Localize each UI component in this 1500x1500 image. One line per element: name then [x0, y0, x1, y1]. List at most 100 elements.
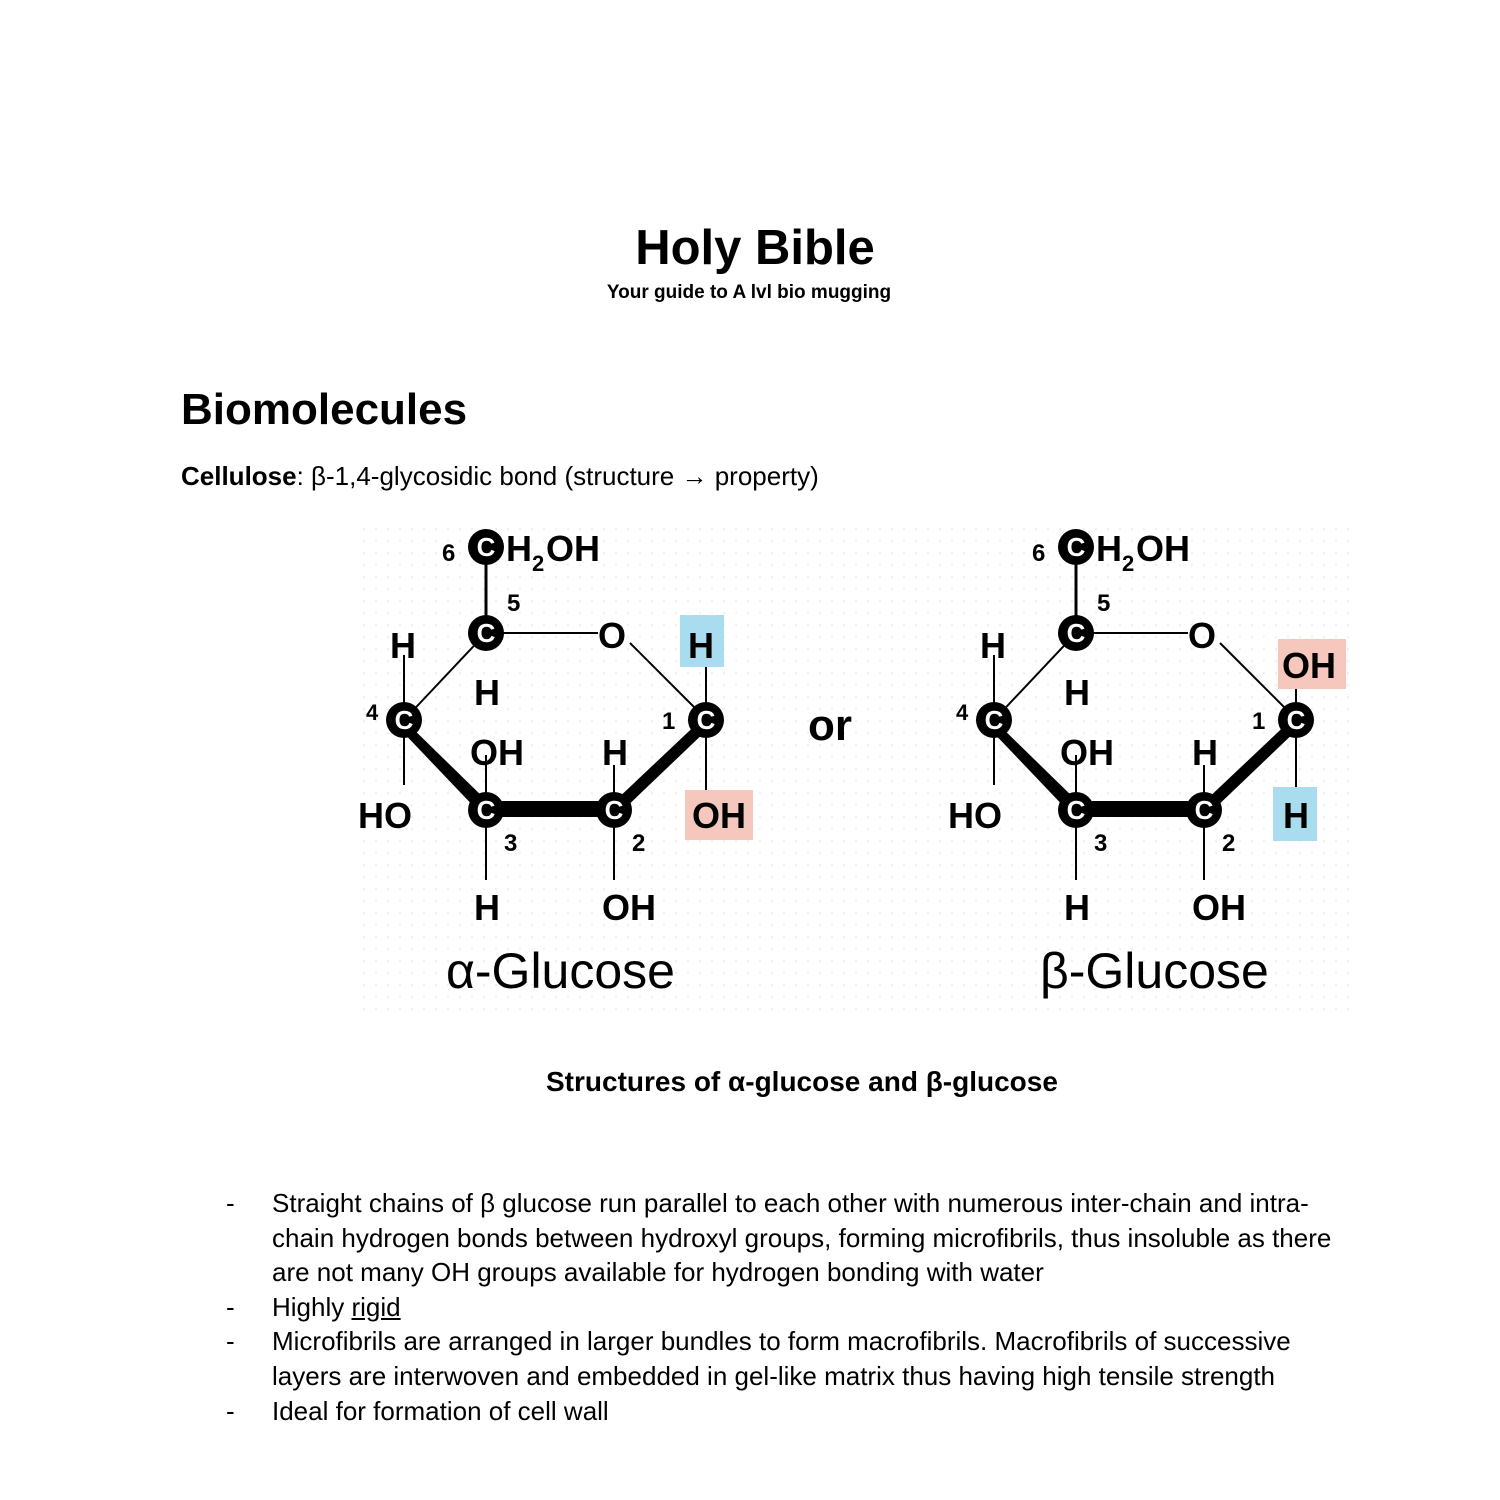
- carbon-number: 3: [1094, 830, 1107, 857]
- list-item-text: Straight chains of β glucose run paralle…: [272, 1188, 1332, 1288]
- carbon-label: C: [697, 705, 716, 735]
- carbon-label: C: [1067, 795, 1086, 825]
- carbon-label: C: [985, 705, 1004, 735]
- oh-highlight: [685, 790, 753, 840]
- bond-wedge: [988, 720, 1078, 813]
- h-highlight: [1273, 787, 1317, 841]
- oh-atom: OH: [1282, 645, 1336, 686]
- figure-background: [360, 527, 1350, 1017]
- bullet-dash: -: [226, 1395, 235, 1426]
- document-title: Holy Bible: [635, 221, 875, 275]
- carbon-atom: [468, 792, 504, 828]
- carbon-atom: [1058, 615, 1094, 651]
- bond: [403, 632, 487, 721]
- oh-highlight: [1278, 639, 1346, 689]
- glucose-structure-figure: C C C C C C 6 H 2 OH 5 O H H H: [350, 515, 1350, 1115]
- carbon-atom: [976, 702, 1012, 738]
- ho-atom: HO: [358, 795, 412, 836]
- ch2oh-subscript: 2: [1122, 551, 1134, 576]
- oh-atom: OH: [470, 732, 524, 773]
- oh-atom: OH: [602, 887, 656, 928]
- alpha-glucose-label: α-Glucose: [446, 943, 675, 999]
- carbon-label: C: [1067, 618, 1086, 648]
- h-atom: H: [390, 625, 416, 666]
- bond-wedge: [486, 801, 614, 817]
- intro-term: Cellulose: [181, 461, 297, 491]
- h-atom: H: [1064, 672, 1090, 713]
- h-highlight: [680, 615, 724, 667]
- list-item: - Ideal for formation of cell wall: [226, 1394, 1336, 1429]
- underlined-term: rigid: [351, 1291, 401, 1322]
- carbon-atom: [468, 615, 504, 651]
- carbon-number: 5: [507, 590, 520, 617]
- bond-wedge: [1076, 801, 1204, 817]
- carbon-atom: [468, 529, 504, 565]
- carbon-atom: [1278, 702, 1314, 738]
- carbon-atom: [596, 792, 632, 828]
- figure-caption: Structures of α-glucose and β-glucose: [546, 1066, 1058, 1097]
- carbon-number: 2: [632, 830, 645, 857]
- carbon-number: 2: [1222, 830, 1235, 857]
- document-subtitle: Your guide to A lvl bio mugging: [606, 282, 892, 303]
- bond-wedge: [398, 720, 488, 813]
- carbon-atom: [1058, 792, 1094, 828]
- h-atom: H: [602, 732, 628, 773]
- carbon-label: C: [1287, 705, 1306, 735]
- carbon-number: 6: [1032, 540, 1045, 567]
- ch2oh-subscript: 2: [532, 551, 544, 576]
- ring-oxygen: O: [1188, 615, 1216, 656]
- carbon-number: 1: [662, 708, 675, 735]
- intro-text: : β-1,4-glycosidic bond (structure → pro…: [296, 461, 819, 491]
- h-atom: H: [1283, 795, 1309, 836]
- beta-glucose-structure: C C C C C C 6 H 2 OH 5 O OH H H: [948, 528, 1346, 999]
- beta-glucose-label: β-Glucose: [1040, 943, 1269, 999]
- carbon-number: 5: [1097, 590, 1110, 617]
- carbon-atom: [688, 702, 724, 738]
- bullet-dash: -: [226, 1291, 235, 1322]
- carbon-label: C: [605, 795, 624, 825]
- cellulose-properties-list: - Straight chains of β glucose run paral…: [226, 1186, 1336, 1428]
- alpha-glucose-structure: C C C C C C 6 H 2 OH 5 O H H H: [358, 528, 753, 999]
- bond: [993, 632, 1077, 721]
- oh-atom: OH: [1060, 732, 1114, 773]
- h-atom: H: [1064, 887, 1090, 928]
- carbon-number: 3: [504, 830, 517, 857]
- carbon-number: 4: [366, 700, 379, 725]
- carbon-label: C: [477, 618, 496, 648]
- carbon-number: 4: [956, 700, 969, 725]
- bond: [1219, 642, 1293, 716]
- oh-atom: OH: [1192, 887, 1246, 928]
- ch2oh-oh: OH: [1136, 528, 1190, 569]
- ch2oh-h: H: [506, 528, 532, 569]
- h-atom: H: [474, 887, 500, 928]
- bullet-dash: -: [226, 1188, 235, 1218]
- carbon-label: C: [395, 705, 414, 735]
- carbon-atom: [1186, 792, 1222, 828]
- list-item-text: Highly: [272, 1291, 352, 1322]
- carbon-label: C: [1067, 532, 1086, 562]
- glucose-structures-svg: C C C C C C 6 H 2 OH 5 O H H H: [358, 527, 1350, 1097]
- h-atom: H: [980, 625, 1006, 666]
- ring-oxygen: O: [598, 615, 626, 656]
- bond: [629, 642, 703, 716]
- carbon-label: C: [477, 795, 496, 825]
- cellulose-intro: Cellulose: β-1,4-glycosidic bond (struct…: [181, 460, 819, 492]
- bullet-dash: -: [226, 1326, 235, 1357]
- carbon-label: C: [477, 532, 496, 562]
- ho-atom: HO: [948, 795, 1002, 836]
- carbon-number: 6: [442, 540, 455, 567]
- carbon-label: C: [1195, 795, 1214, 825]
- or-connector: or: [808, 701, 852, 750]
- list-item: - Microfibrils are arranged in larger bu…: [226, 1324, 1336, 1393]
- list-item-text: Ideal for formation of cell wall: [272, 1395, 609, 1426]
- carbon-atom: [1058, 529, 1094, 565]
- h-atom: H: [474, 672, 500, 713]
- section-heading: Biomolecules: [181, 385, 468, 434]
- list-item-text: Microfibrils are arranged in larger bund…: [272, 1326, 1291, 1391]
- h-atom: H: [1192, 732, 1218, 773]
- oh-atom: OH: [692, 795, 746, 836]
- carbon-atom: [386, 702, 422, 738]
- carbon-number: 1: [1252, 708, 1265, 735]
- ch2oh-oh: OH: [546, 528, 600, 569]
